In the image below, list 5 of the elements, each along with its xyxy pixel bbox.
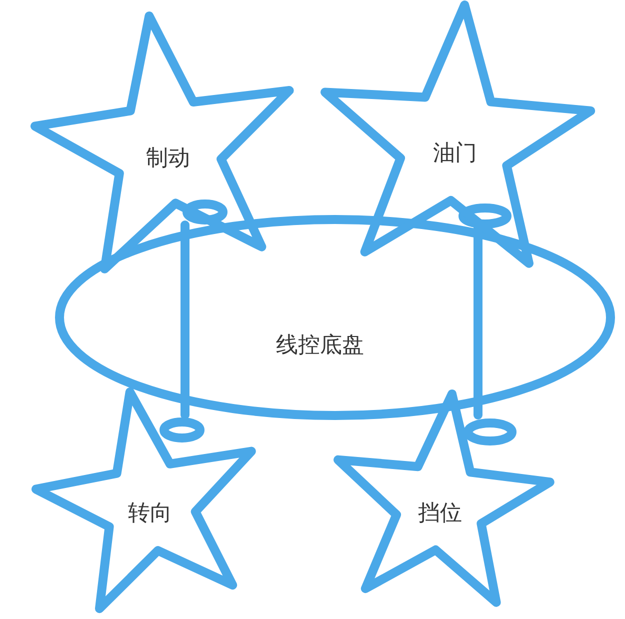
- node-label: 线控底盘: [276, 332, 364, 360]
- node-label: 制动: [146, 144, 190, 173]
- node-label: 转向: [128, 500, 172, 528]
- node-label: 挡位: [418, 500, 462, 528]
- node-label: 油门: [432, 140, 477, 168]
